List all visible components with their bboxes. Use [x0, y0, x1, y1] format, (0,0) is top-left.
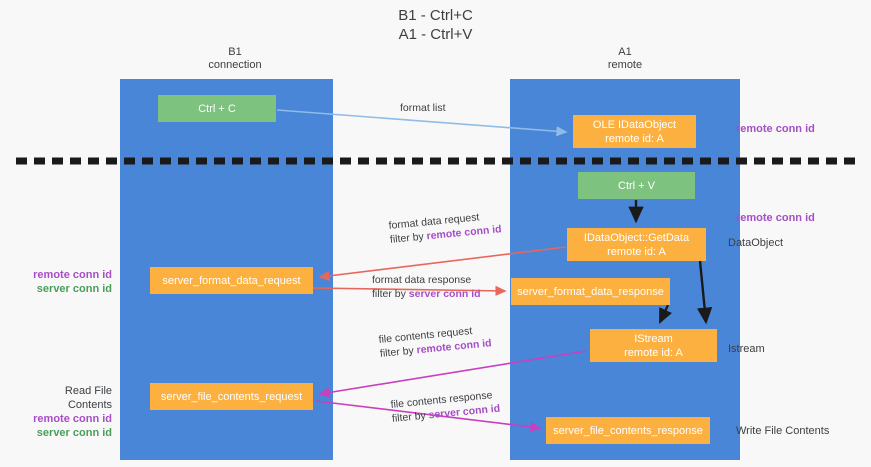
- annotation-write-file-contents: Write File Contents: [736, 425, 830, 437]
- title-line-2: A1 - Ctrl+V: [398, 26, 473, 43]
- node-ctrl-c[interactable]: Ctrl + C: [158, 95, 276, 122]
- edge-label-format-list-text: format list: [400, 102, 446, 114]
- annotation-read-file-contents: Read File Contents: [64, 385, 112, 411]
- filter-key: server conn id: [408, 288, 481, 300]
- edge-label-format-list: format list: [400, 101, 446, 115]
- edge-label-format-data-response-filter: filter by server conn id: [372, 287, 481, 301]
- column-b1-name: B1: [228, 46, 242, 58]
- column-header-a1: A1 remote: [510, 46, 740, 72]
- annotation-remote-conn-id-top: remote conn id: [736, 123, 815, 135]
- node-server-format-data-request-label: server_format_data_request: [162, 274, 301, 287]
- annotation-left-remote-conn-id-2: remote conn id: [33, 413, 112, 425]
- node-ole-idataobject[interactable]: OLE IDataObject remote id: A: [573, 115, 696, 148]
- column-a1-role: remote: [607, 59, 643, 71]
- edge-label-format-data-response: format data response filter by server co…: [372, 273, 481, 301]
- node-server-format-data-response-label: server_format_data_response: [517, 285, 664, 298]
- annotation-left-server-conn-id-1: server conn id: [36, 283, 112, 295]
- column-b1-role: connection: [208, 59, 262, 71]
- annotation-left-remote-conn-id-1: remote conn id: [33, 269, 112, 281]
- annotation-istream: Istream: [728, 343, 765, 355]
- node-ole-idataobject-subtitle: remote id: A: [605, 132, 664, 145]
- filter-prefix: filter by: [372, 288, 409, 300]
- node-server-file-contents-request-label: server_file_contents_request: [160, 390, 303, 403]
- node-istream-subtitle: remote id: A: [624, 346, 683, 359]
- edge-label-file-contents-request: file contents request filter by remote c…: [378, 322, 492, 361]
- node-ole-idataobject-title: OLE IDataObject: [592, 118, 677, 131]
- edge-label-format-data-request: format data request filter by remote con…: [388, 208, 502, 247]
- edge-label-file-contents-response: file contents response filter by server …: [390, 388, 501, 426]
- node-ctrl-c-label: Ctrl + C: [198, 102, 236, 115]
- filter-prefix: filter by: [391, 409, 430, 425]
- node-server-file-contents-response-label: server_file_contents_response: [553, 424, 703, 437]
- node-server-format-data-response[interactable]: server_format_data_response: [511, 278, 670, 305]
- filter-prefix: filter by: [389, 230, 428, 246]
- title-line-1: B1 - Ctrl+C: [398, 7, 473, 24]
- filter-prefix: filter by: [379, 344, 418, 360]
- column-a1-name: A1: [618, 46, 632, 58]
- node-idataobject-getdata[interactable]: IDataObject::GetData remote id: A: [567, 228, 706, 261]
- annotation-dataobject: DataObject: [728, 237, 784, 249]
- annotation-remote-conn-id-mid: remote conn id: [736, 212, 815, 224]
- node-idataobject-getdata-subtitle: remote id: A: [607, 245, 666, 258]
- annotation-left-server-conn-id-2: server conn id: [36, 427, 112, 439]
- node-ctrl-v[interactable]: Ctrl + V: [578, 172, 695, 199]
- page-title: B1 - Ctrl+C A1 - Ctrl+V: [0, 6, 871, 44]
- annotation-left-conn-ids-bottom: Read File Contents remote conn id server…: [22, 384, 112, 440]
- node-istream[interactable]: IStream remote id: A: [590, 329, 717, 362]
- node-ctrl-v-label: Ctrl + V: [618, 179, 655, 192]
- edge-label-format-data-response-text: format data response: [372, 274, 472, 286]
- annotation-left-conn-ids-top: remote conn id server conn id: [22, 268, 112, 296]
- node-istream-title: IStream: [634, 332, 673, 345]
- node-server-file-contents-response[interactable]: server_file_contents_response: [546, 417, 710, 444]
- node-server-file-contents-request[interactable]: server_file_contents_request: [150, 383, 313, 410]
- node-idataobject-getdata-title: IDataObject::GetData: [583, 231, 690, 244]
- column-header-b1: B1 connection: [120, 46, 350, 72]
- node-server-format-data-request[interactable]: server_format_data_request: [150, 267, 313, 294]
